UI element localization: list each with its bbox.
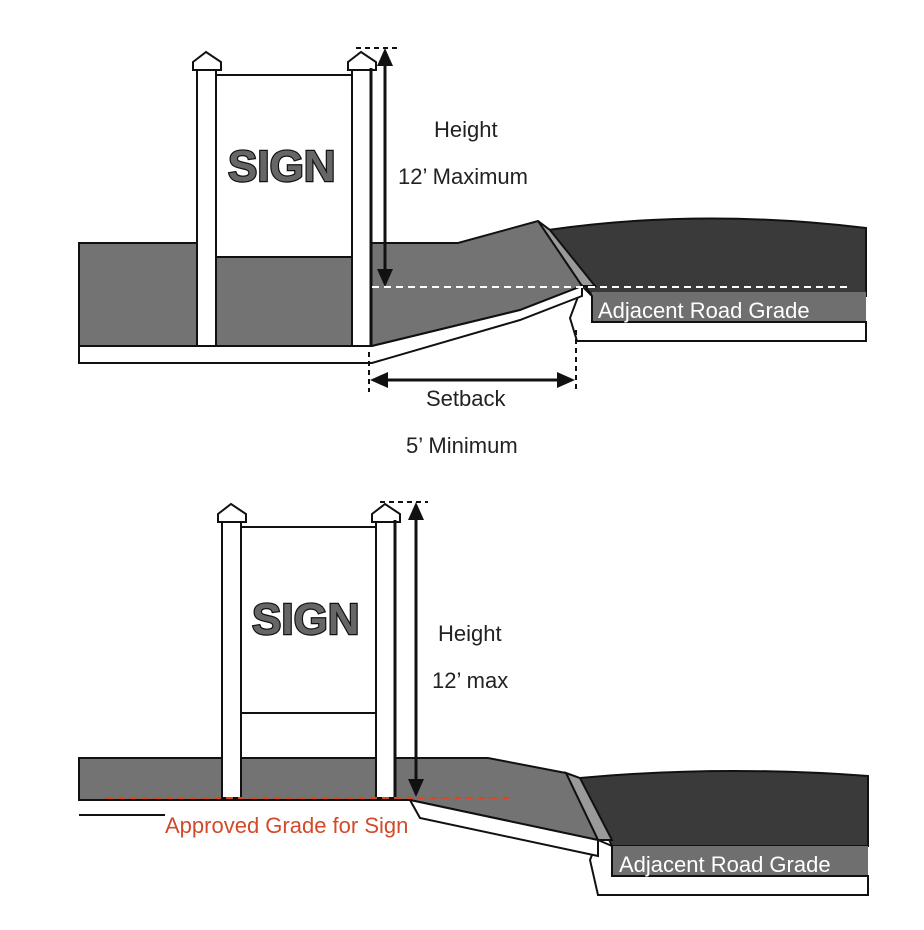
bottom-road-surface bbox=[578, 769, 869, 847]
bottom-post-cap-right bbox=[371, 502, 401, 523]
top-setback-label: Setback bbox=[426, 386, 506, 411]
top-road-label: Adjacent Road Grade bbox=[598, 298, 810, 323]
bottom-height-value: 12’ max bbox=[432, 668, 508, 693]
bottom-road-base bbox=[588, 838, 869, 896]
bottom-ground-curb bbox=[79, 815, 160, 830]
top-post-cap-right bbox=[347, 50, 377, 71]
top-road-surface bbox=[546, 217, 867, 297]
bottom-sign-post-right bbox=[375, 519, 396, 799]
top-height-arrow-up bbox=[377, 48, 393, 66]
bottom-post-cap-left bbox=[217, 502, 247, 523]
top-height-label: Height bbox=[434, 117, 498, 142]
top-height-arrow-down bbox=[377, 269, 393, 287]
top-diagram: SIGN Height 12’ Maximum Adjacent Road Gr… bbox=[78, 47, 867, 458]
top-sign-post-left bbox=[196, 67, 217, 347]
top-ground-curb bbox=[78, 284, 583, 364]
bottom-height-arrow-down bbox=[408, 779, 424, 797]
bottom-sign-post-left bbox=[221, 519, 242, 799]
top-setback-value: 5’ Minimum bbox=[406, 433, 518, 458]
bottom-diagram: SIGN Height 12’ max Approved Grade for S… bbox=[78, 501, 869, 896]
top-sign-text: SIGN bbox=[228, 142, 336, 191]
top-road-base bbox=[568, 284, 867, 342]
top-post-cap-left bbox=[192, 50, 222, 71]
top-setback-arrow-left bbox=[370, 372, 388, 388]
bottom-road-grade-band bbox=[612, 846, 868, 876]
bottom-sign-text: SIGN bbox=[252, 595, 360, 644]
top-road-grade-band bbox=[592, 292, 866, 322]
bottom-road-label: Adjacent Road Grade bbox=[619, 852, 831, 877]
top-height-value: 12’ Maximum bbox=[398, 164, 528, 189]
top-setback-arrow-right bbox=[557, 372, 575, 388]
bottom-height-arrow-up bbox=[408, 502, 424, 520]
bottom-height-label: Height bbox=[438, 621, 502, 646]
top-sign-board bbox=[209, 74, 359, 258]
top-sign-post-right bbox=[351, 67, 372, 347]
bottom-grade-label: Approved Grade for Sign bbox=[165, 813, 408, 838]
bottom-sidewalk-strip bbox=[408, 798, 599, 858]
